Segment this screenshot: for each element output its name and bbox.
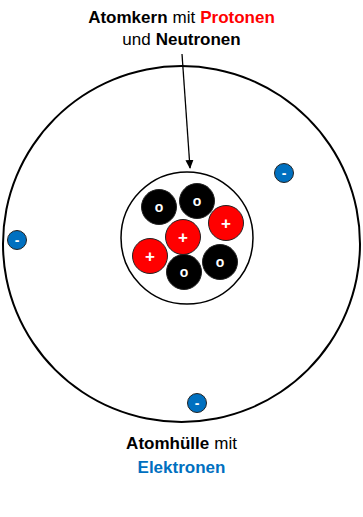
neutron-circle: o [141,189,177,225]
proton-sign: + [221,215,231,232]
electron-sign: - [195,396,200,410]
electron-sign: - [15,233,20,247]
caption-word: mit [214,433,237,455]
label-line: Atomkern mitProtonen [0,7,363,29]
caption-line: Atomhüllemit [0,433,363,455]
electron-sign: - [282,166,287,180]
neutron-circle: o [202,244,238,280]
proton-sign: + [178,229,188,246]
heading-word: Neutronen [156,29,241,51]
electron-circle: - [187,393,207,413]
neutron-sign: o [155,200,164,214]
heading-word: mit [173,7,196,29]
proton-sign: + [145,248,155,265]
neutron-sign: o [180,265,189,279]
caption-line: Elektronen [0,457,363,479]
label-line: und Neutronen [0,29,363,51]
leader-arrow [182,54,190,168]
proton-circle: + [208,205,244,241]
neutron-sign: o [193,194,202,208]
atom-shell: AtomhüllemitElektronen-oo++-+oo- [2,65,361,423]
electron-circle: - [274,163,294,183]
heading-word: und [122,29,150,51]
proton-circle: + [132,238,168,274]
neutron-sign: o [216,255,225,269]
caption-word: Atomhülle [126,433,209,455]
nucleus-circle [121,172,253,304]
caption-word: Elektronen [138,457,226,479]
proton-circle: + [165,219,201,255]
electron-circle: - [7,230,27,250]
heading-word: Atomkern [88,7,167,29]
neutron-circle: o [166,254,202,290]
heading-word: Protonen [200,7,275,29]
